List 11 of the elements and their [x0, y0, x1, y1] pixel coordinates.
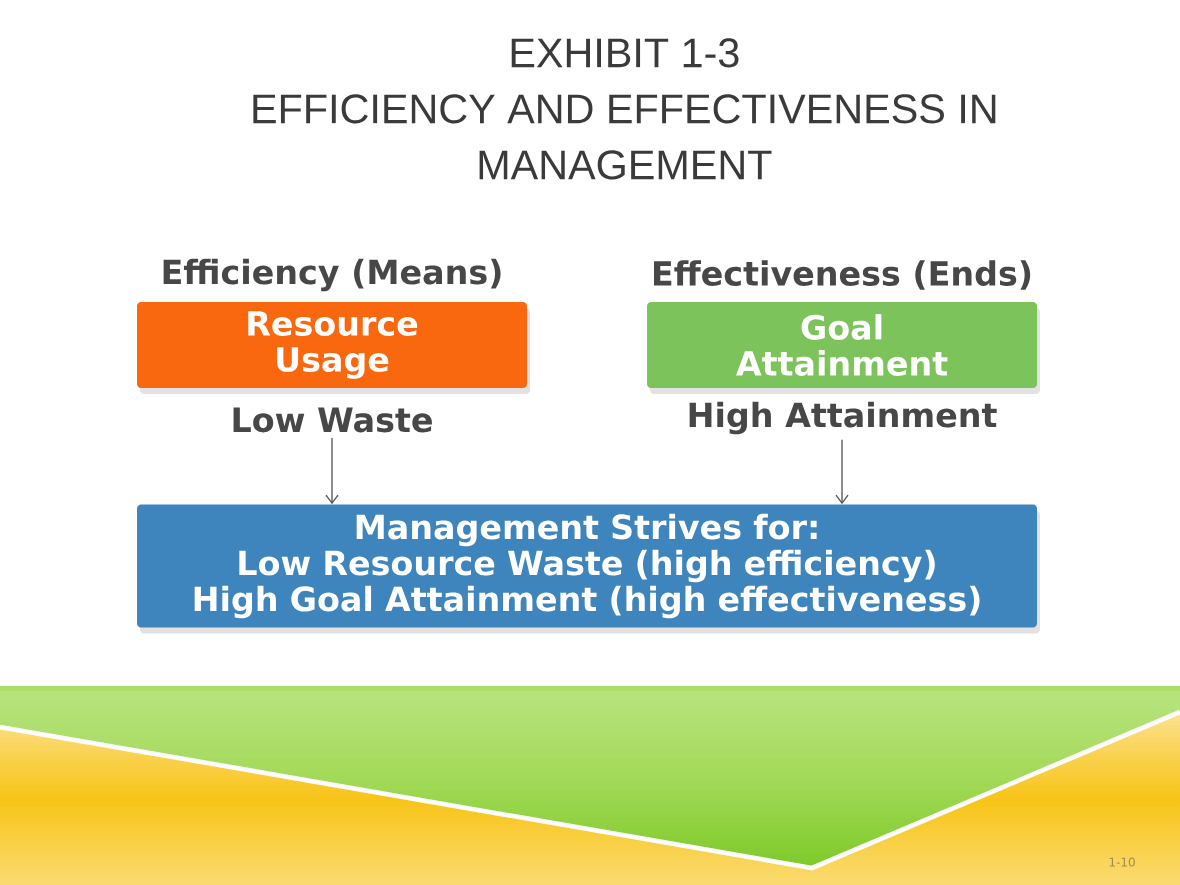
box-heading: Effectiveness (Ends) [654, 260, 1031, 290]
process-box: Goal Attainment [647, 302, 1040, 394]
title: EXHIBIT 1-3 EFFICIENCY AND EFFECTIVENESS IN MANAGEMENT [253, 38, 996, 180]
box-heading: Efficiency (Means) [163, 258, 501, 292]
process-box: Management Strives for: Low Resource Waste (high efficiency) High Goal Attainment (high effectiveness) [137, 504, 1040, 634]
arrow [835, 439, 849, 505]
page-number: 1-10 [1109, 857, 1135, 867]
arrow [325, 437, 339, 505]
outcome-label: High Attainment [689, 401, 997, 435]
process-box: Resource Usage [137, 302, 530, 394]
outcome-label: Low Waste [233, 407, 432, 433]
